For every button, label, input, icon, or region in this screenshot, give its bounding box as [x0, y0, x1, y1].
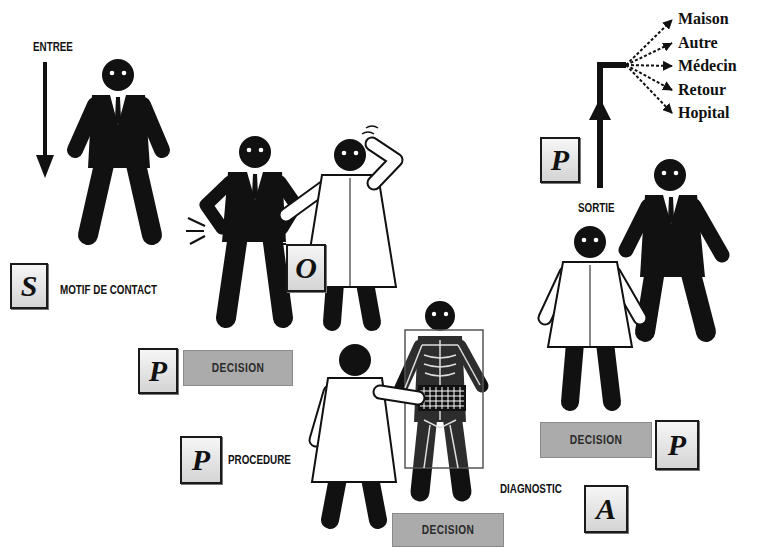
decision-box: DECISION [392, 513, 504, 547]
step-label: DIAGNOSTIC [500, 482, 562, 496]
node-text: P [551, 145, 569, 175]
node-text: P [668, 430, 686, 460]
destination-label: Hopital [678, 104, 730, 122]
node-text: P [192, 445, 210, 475]
soap-letter-box: P [138, 348, 178, 394]
decision-box: DECISION [540, 422, 652, 458]
decision-box: DECISION [183, 350, 293, 386]
soap-letter-box: O [286, 244, 326, 292]
doctor-figure [545, 226, 640, 402]
node-text: DECISION [212, 361, 265, 375]
doctor-figure [312, 344, 418, 520]
soap-letter-box: P [180, 436, 222, 484]
exit-arrow [589, 20, 672, 188]
doctor-figure [286, 126, 396, 322]
soap-letter-box: A [584, 485, 628, 533]
node-text: DECISION [570, 433, 623, 447]
node-text: DECISION [422, 523, 475, 537]
node-text: O [295, 253, 317, 283]
step-label: MOTIF DE CONTACT [60, 283, 157, 297]
patient-figure [186, 136, 296, 318]
flow-label: ENTREE [33, 40, 73, 54]
node-text: P [149, 356, 167, 386]
soap-letter-box: P [655, 420, 699, 470]
flow-label: SORTIE [578, 201, 615, 215]
node-text: S [21, 271, 38, 301]
destination-label: Maison [678, 10, 729, 28]
entry-arrow [36, 62, 54, 178]
patient-figure [75, 59, 162, 235]
soap-letter-box: S [10, 263, 48, 309]
soap-letter-box: P [540, 137, 580, 183]
destination-label: Médecin [678, 57, 737, 75]
step-label: PROCEDURE [228, 453, 291, 467]
destination-label: Retour [678, 81, 726, 99]
node-text: A [596, 494, 616, 524]
destination-label: Autre [678, 34, 718, 52]
